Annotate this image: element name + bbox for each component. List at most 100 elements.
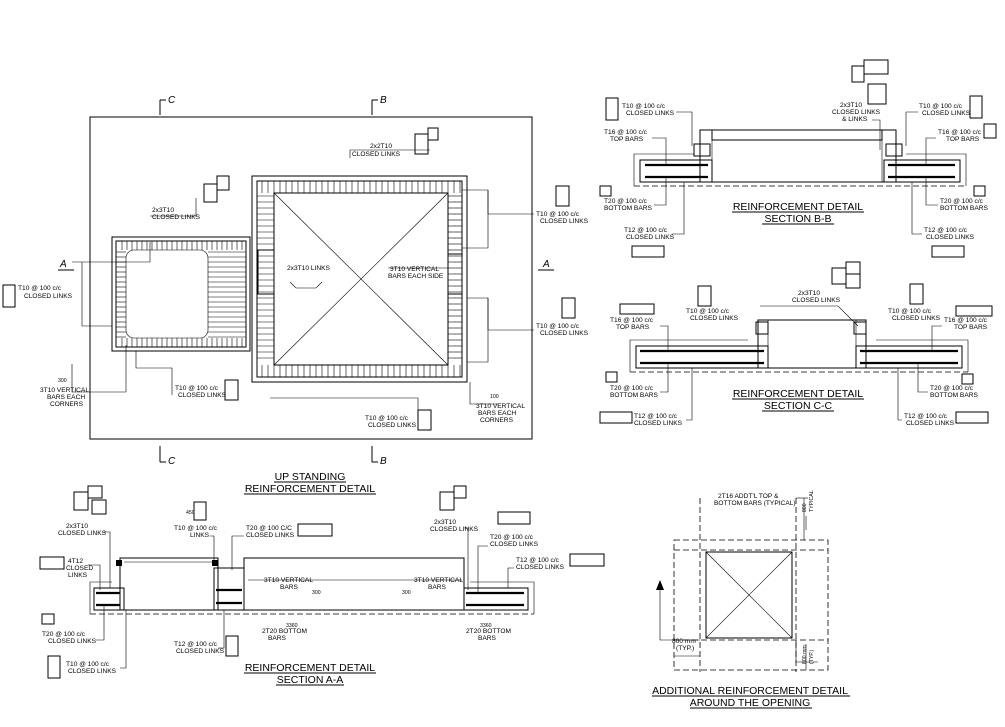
leader bbox=[88, 564, 101, 590]
bar-mark bbox=[955, 411, 989, 424]
aa-slab-left bbox=[93, 587, 125, 611]
leader bbox=[104, 531, 111, 588]
leader bbox=[120, 610, 127, 669]
bar-mark bbox=[561, 297, 576, 319]
bar-mark bbox=[863, 59, 889, 75]
cc-slab-left bbox=[635, 345, 769, 369]
dim: 300 bbox=[402, 590, 411, 596]
dim: 450 bbox=[186, 510, 195, 516]
left-pit-links bbox=[116, 241, 246, 347]
bar-mark bbox=[851, 65, 865, 83]
cut-mark-b-bottom: B bbox=[371, 446, 387, 467]
bar-mark bbox=[203, 183, 218, 203]
leader bbox=[210, 535, 215, 560]
bar-mark bbox=[417, 409, 432, 431]
outline bbox=[629, 339, 748, 372]
bar-mark bbox=[605, 371, 618, 383]
link-shape bbox=[289, 281, 323, 289]
corner-bar bbox=[693, 143, 711, 157]
dim-vertical: 800 mm(TYP.) bbox=[802, 645, 815, 664]
bar-mark bbox=[599, 185, 612, 197]
cut-label-c: C bbox=[168, 456, 176, 467]
leader bbox=[218, 610, 225, 649]
leader bbox=[96, 606, 105, 641]
bar-mark bbox=[193, 501, 207, 521]
bar-dot bbox=[116, 560, 122, 566]
cut-mark-c-top: C bbox=[159, 95, 176, 115]
bar-mark bbox=[867, 83, 887, 105]
leader bbox=[911, 182, 922, 235]
bar-mark bbox=[91, 499, 107, 515]
cross-line bbox=[273, 192, 449, 366]
leader bbox=[905, 111, 918, 146]
cc-slab-right bbox=[855, 345, 963, 369]
bar-mark bbox=[845, 273, 861, 289]
bar-mark bbox=[555, 185, 570, 207]
leader bbox=[462, 189, 534, 215]
inner-link-box bbox=[447, 253, 463, 295]
bar-mark bbox=[983, 123, 997, 139]
corner-bar bbox=[853, 321, 867, 335]
leader bbox=[686, 368, 693, 421]
opening-detail: 2T16 ADDT'L TOP &BOTTOM BARS (TYPICAL) 8… bbox=[652, 490, 850, 709]
bar-mark bbox=[969, 95, 983, 119]
outline bbox=[876, 339, 969, 372]
dim: 300 bbox=[58, 378, 67, 384]
bar-mark bbox=[47, 655, 61, 679]
aa-slab-right bbox=[463, 587, 529, 611]
bar-mark bbox=[73, 491, 89, 511]
leader bbox=[467, 297, 534, 331]
bb-slab-right bbox=[883, 159, 961, 183]
cut-mark-b-top: B bbox=[371, 95, 387, 115]
bar-mark bbox=[427, 127, 439, 141]
bar-mark bbox=[439, 491, 455, 511]
leader bbox=[349, 149, 430, 158]
bb-wall bbox=[699, 129, 897, 183]
leader bbox=[925, 177, 938, 206]
aa-wall-mid bbox=[243, 557, 465, 611]
bb-slab-left bbox=[639, 159, 713, 183]
leader bbox=[917, 363, 928, 393]
leader bbox=[469, 382, 498, 405]
leader bbox=[231, 535, 244, 570]
leader bbox=[467, 298, 489, 363]
bar-mark bbox=[224, 379, 239, 401]
leader bbox=[897, 368, 902, 421]
bar-mark bbox=[619, 303, 655, 315]
outline bbox=[906, 153, 967, 186]
right-pit-outer bbox=[251, 175, 468, 383]
bar-mark bbox=[697, 285, 712, 307]
cut-label-b: B bbox=[380, 95, 387, 106]
leader bbox=[654, 177, 667, 206]
cut-label-a: A bbox=[59, 259, 67, 270]
leader bbox=[81, 262, 112, 327]
